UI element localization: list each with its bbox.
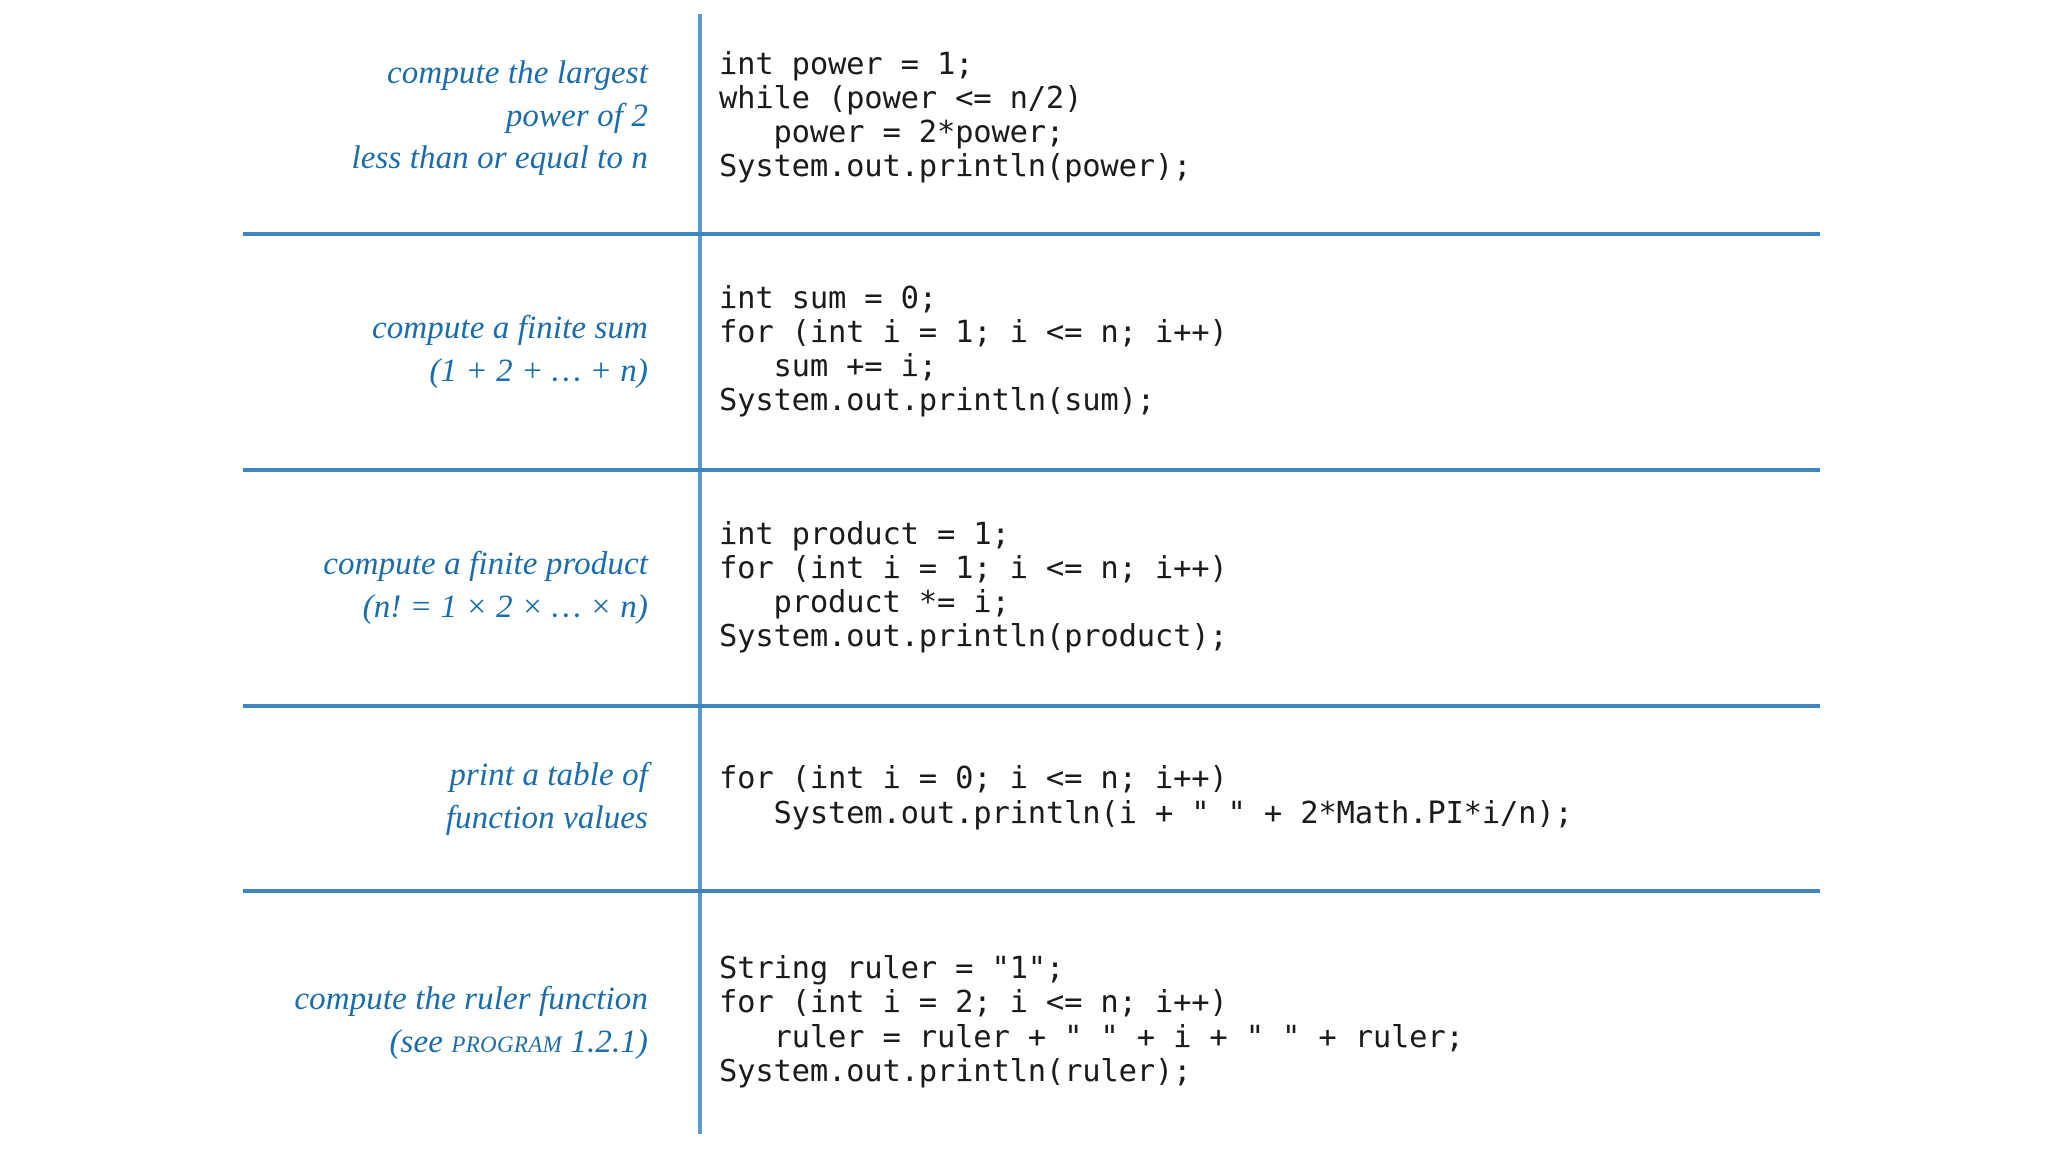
table-row: compute the largest power of 2 less than… <box>0 0 2048 232</box>
row-description: compute a finite product (n! = 1 × 2 × …… <box>323 546 648 625</box>
row-description-line1: compute the ruler function <box>294 980 648 1017</box>
row-divider-3 <box>243 704 1820 708</box>
row-code-snippet: for (int i = 0; i <= n; i++) System.out.… <box>719 761 1573 831</box>
row-description: compute the largest power of 2 less than… <box>351 54 648 177</box>
program-reference-number: 1.2.1) <box>562 1023 648 1060</box>
table-row: compute the ruler function (see Program 1… <box>0 889 2048 1152</box>
row-divider-2 <box>243 468 1820 472</box>
row-divider-1 <box>243 232 1820 236</box>
row-description: print a table of function values <box>445 756 648 836</box>
table-row: compute a finite product (n! = 1 × 2 × …… <box>0 468 2048 704</box>
program-reference-prefix: (see <box>389 1023 452 1060</box>
row-divider-4 <box>243 889 1820 893</box>
column-divider-vertical <box>698 14 702 1134</box>
row-code-snippet: int power = 1; while (power <= n/2) powe… <box>719 46 1192 185</box>
row-code-snippet: String ruler = "1"; for (int i = 2; i <=… <box>719 951 1464 1089</box>
row-code-snippet: int sum = 0; for (int i = 1; i <= n; i++… <box>719 280 1228 419</box>
row-code-snippet: int product = 1; for (int i = 1; i <= n;… <box>719 516 1228 655</box>
table-row: compute a finite sum (1 + 2 + … + n) int… <box>0 232 2048 468</box>
row-description: compute the ruler function (see Program 1… <box>0 978 680 1064</box>
program-reference: (see Program 1.2.1) <box>389 1024 648 1060</box>
table-row: print a table of function values for (in… <box>0 704 2048 889</box>
program-reference-label: Program <box>451 1023 563 1060</box>
row-description: compute a finite sum (1 + 2 + … + n) <box>371 310 648 389</box>
